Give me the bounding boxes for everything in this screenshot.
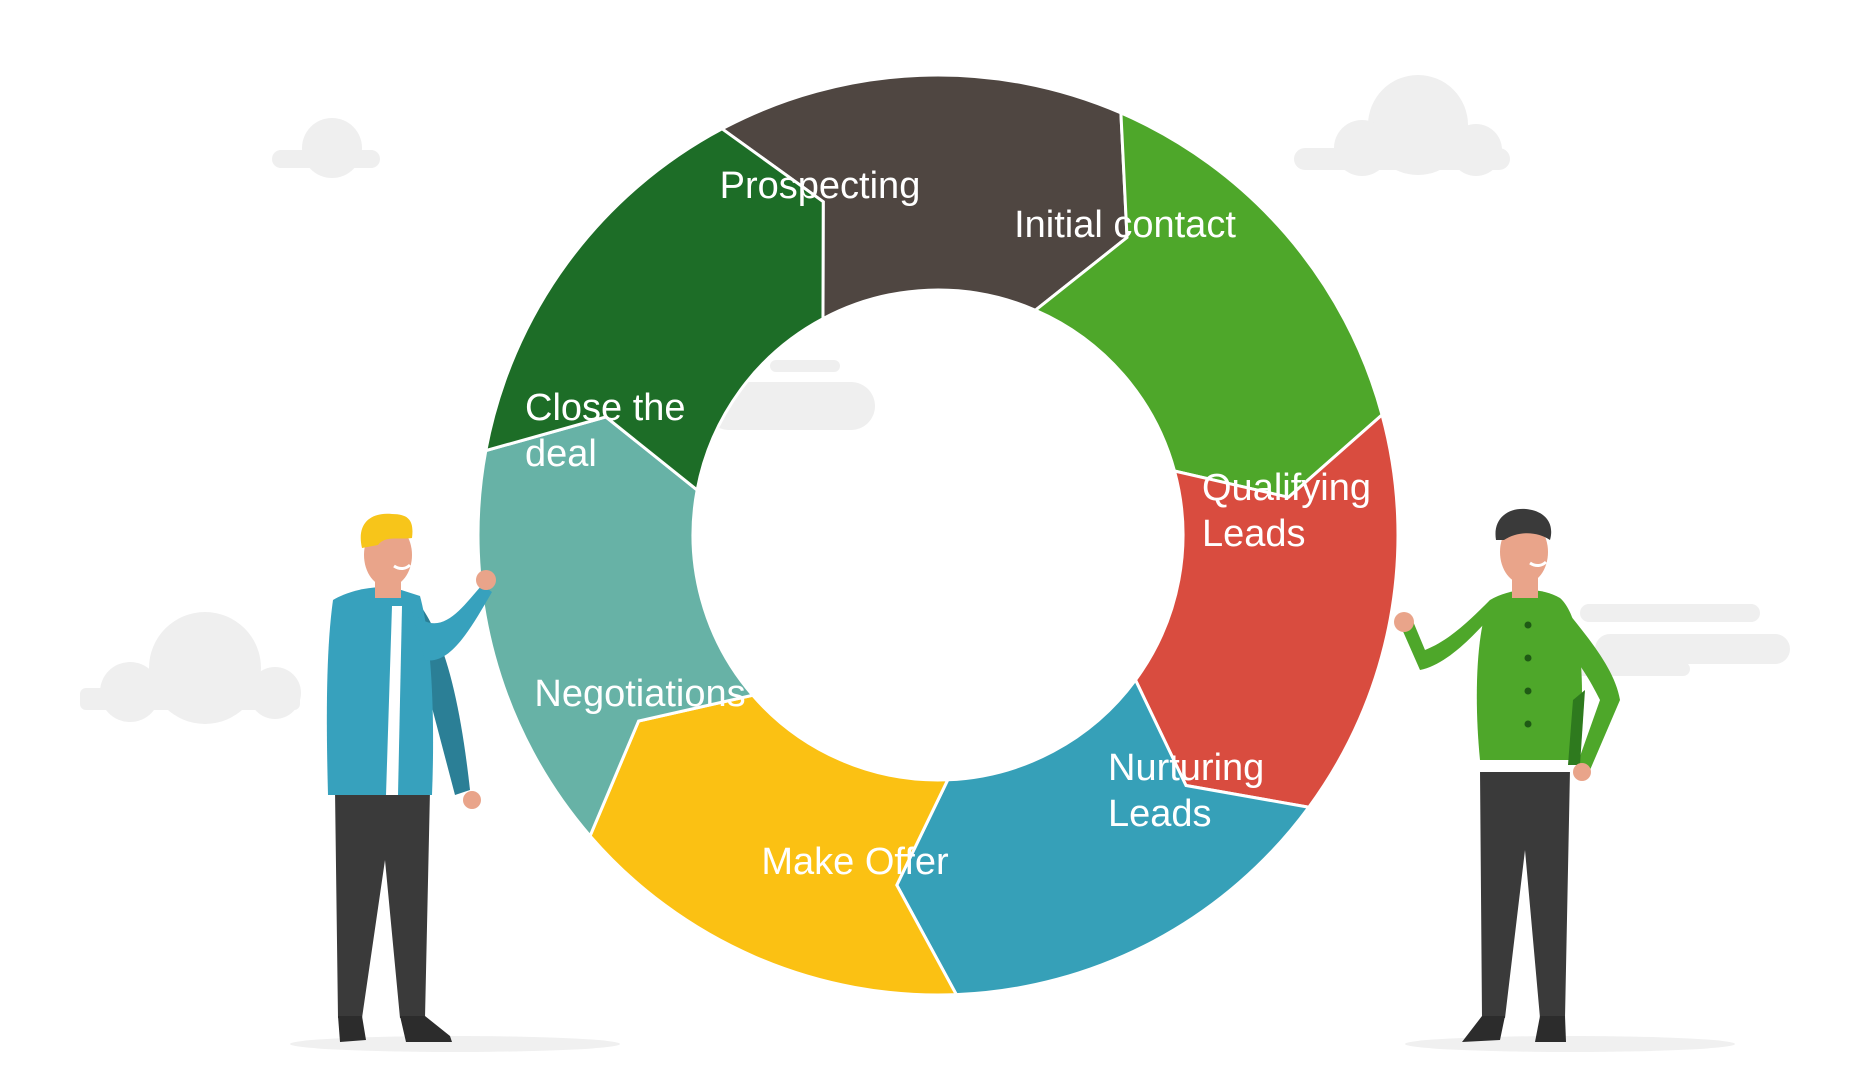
stage-label-line: Make Offer [761, 841, 949, 883]
right-person-smile [1529, 560, 1548, 567]
left-person-jacket [326, 587, 434, 795]
stage-label-line: Qualifying [1202, 467, 1371, 509]
right-person-shirt-buttons [1524, 621, 1532, 728]
right-person-arm [1566, 610, 1620, 770]
cloud-bottom-left [80, 612, 301, 724]
left-person-smile [393, 563, 412, 570]
stage-label-line: Nurturing [1108, 747, 1264, 789]
right-person-shoe [1462, 1016, 1505, 1042]
left-person-hand [463, 791, 481, 809]
right-person-raised-arm [1398, 600, 1495, 670]
cloud-top-left [272, 118, 380, 178]
cloud-top-right [1294, 75, 1510, 176]
left-person [326, 513, 496, 1042]
cloud-streaks-center [705, 360, 875, 430]
right-person-belt [1478, 758, 1570, 772]
right-person-hair [1495, 508, 1552, 540]
ground-shadows [290, 1036, 1735, 1052]
stage-label-line: Prospecting [720, 165, 921, 207]
right-person-pants [1480, 770, 1570, 1018]
stage-label-make-offer: Make Offer [761, 841, 949, 883]
left-person-pants [335, 790, 430, 1018]
stage-segment-qualifying-leads [1133, 412, 1400, 809]
background-clouds [80, 75, 1790, 724]
right-person-hand [1394, 612, 1414, 632]
left-person-hand [476, 570, 496, 590]
stage-label-prospecting: Prospecting [720, 165, 921, 207]
left-person-hair [360, 513, 413, 548]
stage-label-line: Leads [1202, 513, 1306, 555]
stage-label-initial-contact: Initial contact [1014, 204, 1236, 246]
right-person-shoe [1535, 1016, 1566, 1042]
stage-label-line: Initial contact [1014, 204, 1236, 246]
stage-label-line: Negotiations [534, 673, 745, 715]
left-person-shoe [338, 1016, 366, 1042]
stage-label-line: Leads [1108, 793, 1212, 835]
right-person [1394, 508, 1620, 1042]
left-person-shirt [386, 606, 402, 795]
stage-label-line: Close the [525, 387, 686, 429]
stage-segment-make-offer [588, 693, 959, 997]
right-person-hand [1573, 763, 1591, 781]
left-person-shoe [400, 1016, 452, 1042]
right-person-shirt-shadow [1568, 690, 1585, 765]
left-person-raised-arm [412, 585, 492, 661]
stage-segment-negotiations [476, 415, 756, 839]
stage-segment-initial-contact [1032, 110, 1384, 499]
right-person-shirt [1476, 589, 1583, 760]
stage-label-line: deal [525, 433, 597, 475]
stage-label-negotiations: Negotiations [534, 673, 745, 715]
stage-segment-nurturing-leads [895, 677, 1312, 997]
stage-segment-close-the-deal [483, 127, 825, 493]
sales-cycle-ring [476, 73, 1400, 997]
